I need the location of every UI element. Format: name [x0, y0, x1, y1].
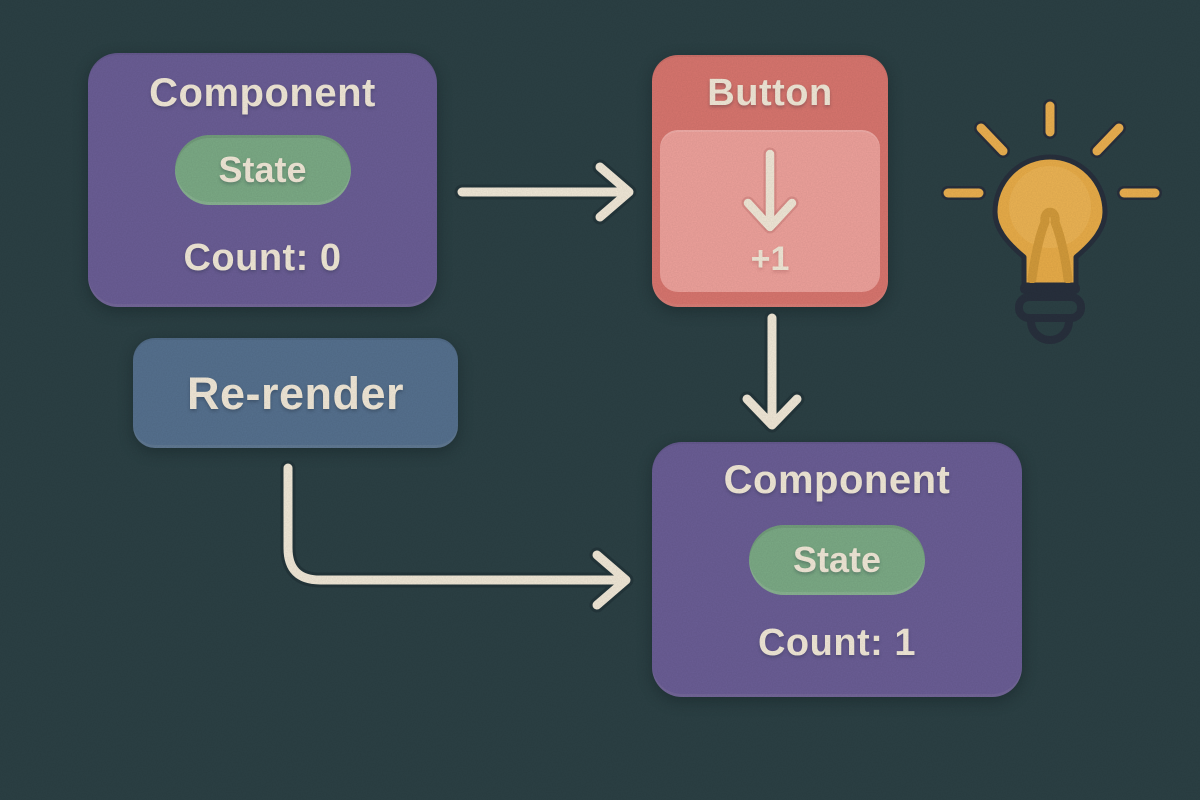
- arrow-button-to-component: [742, 313, 802, 430]
- component-before-title: Component: [149, 71, 376, 115]
- component-node-before: Component State Count: 0: [88, 53, 437, 307]
- arrow-rerender-to-component: [283, 463, 631, 610]
- increment-label: +1: [750, 240, 790, 278]
- state-badge-before-label: State: [218, 149, 307, 190]
- component-after-title: Component: [723, 458, 951, 502]
- component-node-after: Component State Count: 1: [652, 442, 1022, 697]
- button-click-panel: +1: [660, 130, 880, 292]
- state-badge-after-label: State: [792, 539, 882, 580]
- rerender-label: Re-render: [186, 367, 405, 419]
- state-badge-before: State: [174, 135, 351, 205]
- rerender-node: Re-render: [133, 338, 458, 448]
- count-value-before: Count: 0: [183, 237, 342, 279]
- bulb-base: [1015, 283, 1085, 344]
- count-value-after: Count: 1: [757, 622, 917, 664]
- button-node: Button +1: [652, 55, 888, 307]
- state-badge-after: State: [749, 525, 925, 595]
- button-node-title: Button: [707, 72, 833, 114]
- idea-lightbulb-icon: [941, 99, 1162, 344]
- bulb-glass: [992, 154, 1108, 288]
- arrow-component-to-button: [457, 162, 634, 222]
